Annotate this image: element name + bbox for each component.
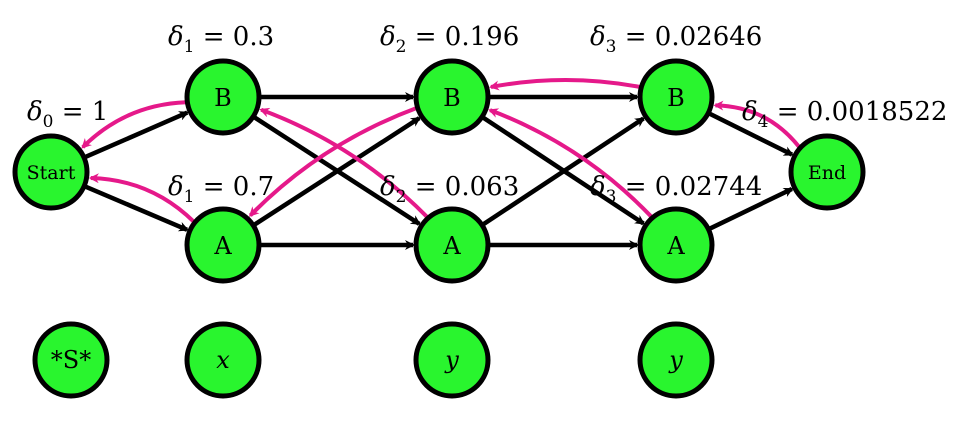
delta-value: = 0.196 (406, 22, 519, 52)
observation-nodes: *S* x y y (32, 321, 715, 399)
observation-circle (184, 321, 262, 399)
node-a1: A (184, 206, 262, 284)
state-nodes: Start B A B A B A End (12, 58, 866, 284)
node-label: B (443, 84, 461, 112)
delta-symbol: δ (168, 22, 184, 52)
delta-subscript: 2 (396, 37, 407, 57)
node-circle (12, 133, 90, 211)
observation-label: x (216, 346, 230, 374)
node-circle (637, 206, 715, 284)
backpointer-a1-to-start (88, 173, 196, 224)
node-label: Start (27, 162, 76, 184)
delta-value: = 0.0018522 (768, 97, 947, 127)
delta-label-start: δ0 = 1 (27, 97, 108, 132)
node-circle (413, 206, 491, 284)
delta-label-b3: δ3 = 0.02646 (590, 22, 762, 57)
node-start: Start (12, 133, 90, 211)
backpointer-b2-to-a1 (248, 106, 418, 217)
observation-circle (413, 321, 491, 399)
observation-circle (637, 321, 715, 399)
delta-value: = 0.02646 (616, 22, 762, 52)
edge-start-to-a1 (83, 183, 189, 232)
node-a2: A (413, 206, 491, 284)
delta-subscript: 4 (758, 112, 769, 132)
delta-value: = 1 (53, 97, 108, 127)
node-label: A (442, 232, 461, 260)
node-label: B (667, 84, 685, 112)
forward-edges (83, 92, 794, 250)
delta-label-a3: δ3 = 0.02744 (590, 172, 762, 207)
node-circle (637, 58, 715, 136)
backpointer-a3-to-b2 (488, 108, 653, 219)
delta-subscript: 1 (184, 37, 195, 57)
delta-value: = 0.02744 (616, 172, 762, 202)
edge-b3-to-end (707, 110, 794, 157)
node-label: B (214, 84, 232, 112)
backpointer-b1-to-start (81, 100, 187, 149)
backpointer-a2-to-b1 (259, 107, 429, 219)
delta-symbol: δ (590, 172, 606, 202)
node-end: End (788, 133, 866, 211)
edge-a1-to-b2 (252, 116, 421, 228)
delta-symbol: δ (590, 22, 606, 52)
backpointer-edges (81, 78, 801, 224)
delta-symbol: δ (27, 97, 43, 127)
node-circle (788, 133, 866, 211)
delta-subscript: 2 (396, 187, 407, 207)
delta-value: = 0.063 (406, 172, 519, 202)
delta-subscript: 3 (606, 37, 617, 57)
delta-subscript: 1 (184, 187, 195, 207)
delta-label-a2: δ2 = 0.063 (380, 172, 519, 207)
node-b3: B (637, 58, 715, 136)
node-b2: B (413, 58, 491, 136)
delta-label-end: δ4 = 0.0018522 (742, 97, 947, 132)
node-label: A (213, 232, 232, 260)
delta-symbol: δ (742, 97, 758, 127)
edge-start-to-b1 (83, 110, 190, 160)
delta-symbol: δ (168, 172, 184, 202)
delta-symbol: δ (380, 172, 396, 202)
node-circle (413, 58, 491, 136)
node-a3: A (637, 206, 715, 284)
observation-label: y (444, 346, 459, 374)
backpointer-end-to-b3 (713, 100, 801, 149)
observation-3: y (637, 321, 715, 399)
delta-subscript: 3 (606, 187, 617, 207)
delta-label-b2: δ2 = 0.196 (380, 22, 519, 57)
delta-symbol: δ (380, 22, 396, 52)
node-b1: B (184, 58, 262, 136)
observation-2: y (413, 321, 491, 399)
delta-label-a1: δ1 = 0.7 (168, 172, 274, 207)
backpointer-b3-to-b2 (489, 78, 641, 91)
observation-0: *S* (32, 321, 110, 399)
delta-value: = 0.7 (194, 172, 274, 202)
node-circle (184, 58, 262, 136)
observation-circle (32, 321, 110, 399)
delta-subscript: 0 (43, 112, 54, 132)
observation-1: x (184, 321, 262, 399)
delta-label-b1: δ1 = 0.3 (168, 22, 274, 57)
node-circle (184, 206, 262, 284)
observation-label: *S* (51, 346, 91, 374)
node-label: End (808, 162, 846, 184)
edge-a3-to-end (707, 186, 794, 232)
delta-value: = 0.3 (194, 22, 274, 52)
observation-label: y (668, 346, 683, 374)
node-label: A (666, 232, 685, 260)
edge-a2-to-b3 (480, 116, 646, 228)
